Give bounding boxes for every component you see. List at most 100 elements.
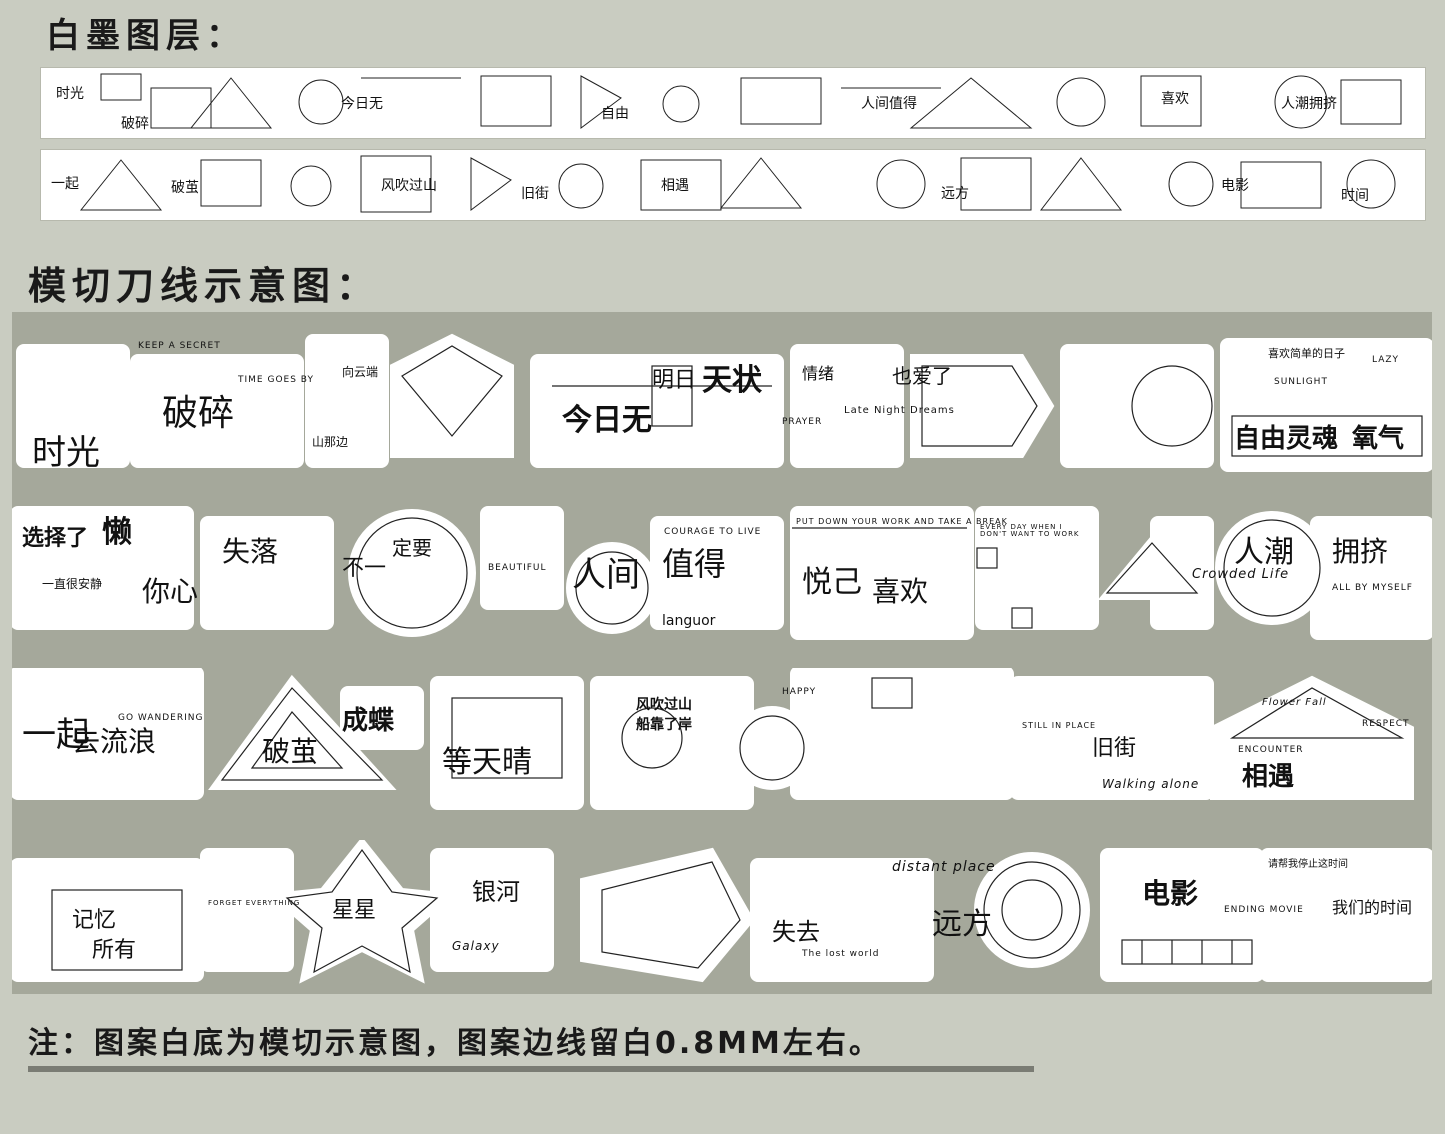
row3-text-9: HAPPY: [782, 687, 817, 697]
row2-text-4: 你心: [142, 575, 199, 608]
row2-text-11: BEAUTIFUL: [488, 563, 547, 573]
row4-text-11: 电影: [1142, 877, 1199, 910]
row2-text-5: 失落: [222, 535, 279, 568]
row3-text-11: 旧街: [1092, 736, 1137, 761]
row3-text-16: Flower Fall: [1262, 697, 1327, 708]
row1-text-7: 今日无: [562, 403, 652, 438]
row4-text-7: 失去: [772, 918, 820, 946]
row4-text-2: 所有: [92, 938, 137, 963]
die-cut-row-2: 选择了 懒 一直很安静 你心 失落 不一 定要 人间 值得 COURAGE TO…: [12, 498, 1432, 648]
row-3-shapes: [12, 668, 1414, 810]
row2-text-9: 值得: [662, 545, 727, 583]
row1-text-1: 时光: [32, 433, 100, 473]
white-ink-tape-strip-1: 时光破碎 今日无 自由 人间值得 喜欢 人潮拥挤: [40, 67, 1426, 139]
row3-text-10: STILL IN PLACE: [1022, 721, 1097, 730]
tape-strip-2-pattern: 一起 破茧 风吹过山 旧街 相遇远方 电影时间: [51, 155, 1396, 213]
row4-text-1: 记忆: [72, 908, 117, 933]
row4-text-14: 我们的时间: [1332, 898, 1413, 917]
row3-text-7: 风吹过山: [636, 697, 692, 713]
row1-text-8: 明日: [652, 368, 697, 393]
die-cut-row-3: 一起 去流浪 GO WANDERING 破茧 成蝶 等天晴 风吹过山 船靠了岸 …: [12, 668, 1432, 818]
svg-text:远方: 远方: [941, 186, 969, 202]
row4-text-13: 请帮我停止这时间: [1268, 859, 1348, 870]
row3-text-3: GO WANDERING: [118, 713, 204, 723]
row4-text-8: The lost world: [802, 949, 880, 959]
row2-text-13: PUT DOWN YOUR WORK AND TAKE A BREAK: [796, 517, 1008, 526]
row1-text-14: 自由灵魂: [1234, 424, 1339, 454]
row2-text-19: Crowded Life: [1192, 567, 1290, 582]
row1-text-5: 山那边: [312, 435, 349, 449]
row3-text-15: RESPECT: [1362, 719, 1410, 729]
row-1-shapes: [16, 333, 1432, 472]
svg-text:自由: 自由: [601, 106, 629, 122]
svg-text:破茧: 破茧: [171, 180, 199, 196]
svg-text:时间: 时间: [1341, 188, 1369, 204]
white-ink-layer-heading: 白墨图层：: [46, 16, 246, 56]
row3-text-6: 等天晴: [442, 745, 532, 780]
row1-text-16: 喜欢简单的日子: [1268, 347, 1345, 360]
row1-text-9: 天状: [702, 363, 762, 398]
row1-text-4: KEEP A SECRET: [138, 341, 221, 351]
row2-text-20: ALL BY MYSELF: [1332, 583, 1413, 593]
svg-text:相遇: 相遇: [661, 178, 689, 194]
row1-text-2: 破碎: [162, 393, 235, 434]
row2-text-15: 悦己: [802, 565, 862, 600]
row2-text-18: 拥挤: [1332, 535, 1389, 568]
row3-text-4: 破茧: [262, 735, 319, 768]
row2-text-16: 喜欢: [872, 575, 929, 608]
bottom-margin: [0, 1108, 1445, 1134]
row1-text-17: SUNLIGHT: [1274, 377, 1328, 387]
row2-text-7: 定要: [392, 536, 432, 560]
row2-text-17: 人潮: [1234, 535, 1294, 570]
row1-text-3: TIME GOES BY: [238, 375, 314, 385]
row3-text-1: 一起: [22, 715, 90, 755]
svg-text:人间值得: 人间值得: [861, 95, 917, 112]
svg-text:今日无: 今日无: [341, 96, 383, 112]
row1-text-13: 也爱了: [892, 364, 952, 388]
row4-text-12: ENDING MOVIE: [1224, 905, 1304, 915]
row2-text-6: 不一: [342, 556, 387, 581]
svg-text:旧街: 旧街: [521, 186, 549, 202]
row4-text-5: 星星: [332, 898, 377, 923]
svg-text:时光: 时光: [56, 86, 84, 102]
row4-text-9: distant place: [892, 859, 996, 875]
row3-text-8: 船靠了岸: [636, 717, 692, 733]
row1-text-10: PRAYER: [782, 417, 823, 427]
row2-text-2: 懒: [102, 515, 132, 550]
svg-text:风吹过山: 风吹过山: [381, 178, 437, 194]
row2-text-12: languor: [662, 613, 716, 629]
row1-text-6: 向云端: [342, 365, 379, 379]
row4-text-10: 远方: [932, 907, 992, 942]
row2-text-3: 一直很安静: [42, 577, 103, 591]
row3-text-2: 去流浪: [72, 725, 157, 758]
row-2-shapes: [12, 506, 1432, 640]
die-cut-row-1: 时光 破碎 TIME GOES BY KEEP A SECRET 山那边 向云端…: [12, 326, 1432, 476]
row2-text-1: 选择了: [22, 526, 89, 551]
row4-text-6: Galaxy: [452, 939, 500, 953]
row1-text-12: 情绪: [802, 364, 835, 383]
row4-text-3: FORGET EVERYTHING: [208, 899, 301, 907]
row2-text-10: COURAGE TO LIVE: [664, 527, 762, 537]
row1-text-18: LAZY: [1372, 355, 1400, 365]
row3-text-14: 相遇: [1242, 762, 1295, 792]
row-4-shapes: [12, 840, 1432, 984]
row1-text-11: Late Night Dreams: [844, 405, 955, 416]
die-cut-diagram-heading: 模切刀线示意图：: [28, 264, 381, 308]
row4-text-4: 银河: [472, 878, 520, 906]
row2-text-14: EVERY DAY WHEN I DON'T WANT TO WORK: [980, 523, 1080, 538]
svg-text:电影: 电影: [1221, 178, 1249, 194]
row3-text-13: ENCOUNTER: [1238, 745, 1304, 755]
white-ink-tape-strip-2: 一起 破茧 风吹过山 旧街 相遇远方 电影时间: [40, 149, 1426, 221]
row2-text-8: 人间: [572, 555, 640, 595]
svg-text:人潮拥挤: 人潮拥挤: [1281, 96, 1337, 112]
die-cut-diagram-panel: 时光 破碎 TIME GOES BY KEEP A SECRET 山那边 向云端…: [12, 312, 1432, 994]
svg-text:喜欢: 喜欢: [1161, 91, 1189, 107]
svg-text:破碎: 破碎: [121, 116, 149, 132]
row1-text-15: 氧气: [1352, 424, 1405, 454]
svg-text:一起: 一起: [51, 176, 79, 192]
row3-text-12: Walking alone: [1102, 777, 1200, 791]
footnote-underline: [28, 1066, 1034, 1072]
footnote: 注：图案白底为模切示意图，图案边线留白0.8MM左右。: [28, 1026, 882, 1061]
row3-text-5: 成蝶: [342, 706, 395, 736]
